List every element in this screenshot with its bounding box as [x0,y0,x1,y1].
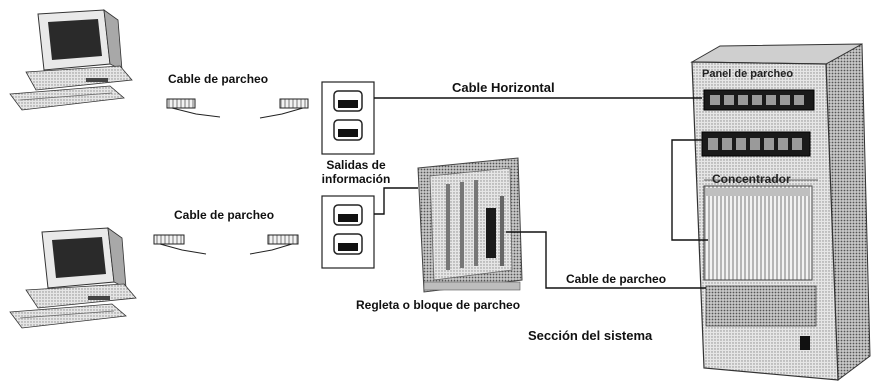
rack-cabinet-icon [690,43,871,381]
horizontal-cable-label: Cable Horizontal [452,80,555,95]
patch-cable-bottom-label: Cable de parcheo [174,208,275,222]
punch-block-label: Regleta o bloque de parcheo [356,298,521,312]
patch-cable-top-label: Cable de parcheo [168,72,269,86]
hub-label: Concentrador [712,172,791,186]
system-section-label: Sección del sistema [528,328,653,343]
patch-cable-icon [166,98,309,119]
computer-icon [9,227,137,329]
wall-outlet-icon [321,81,375,155]
punch-block-icon [417,157,523,293]
rack-patch-cable-label: Cable de parcheo [566,272,667,286]
info-outlets-label-line1: Salidas de [326,158,386,172]
cable-lines [374,97,708,289]
wall-outlet-icon [321,195,375,269]
computer-icon [9,9,133,111]
patch-cable-icon [153,234,299,255]
info-outlets-label-line2: información [321,172,391,186]
patch-panel-label: Panel de parcheo [702,68,794,80]
